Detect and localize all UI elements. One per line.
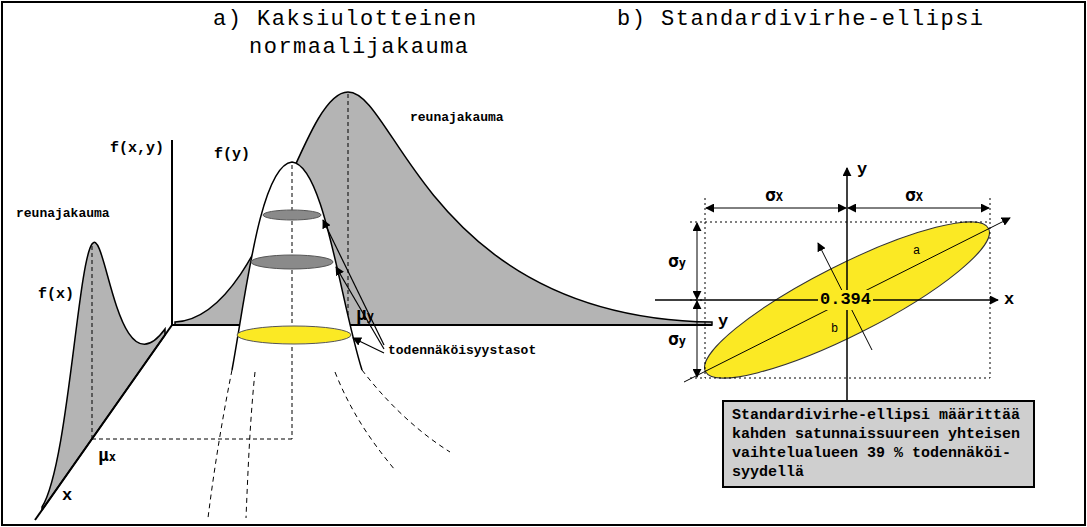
mean-line	[92, 439, 292, 440]
mean-label: μy	[356, 303, 374, 325]
callout-label: todennäköisyystasot	[388, 343, 536, 359]
mean-line	[92, 246, 93, 439]
distribution-label: reunajakauma	[410, 110, 504, 126]
probability-value: 0.394	[818, 290, 873, 310]
axis	[171, 140, 173, 325]
sigma-label: σy	[668, 250, 686, 272]
extension-line	[990, 198, 991, 222]
extension-line	[690, 300, 705, 301]
axis-label: y	[718, 312, 728, 332]
function-label: f(y)	[214, 146, 250, 164]
bell-skirt	[362, 370, 450, 452]
mean-line	[348, 94, 349, 325]
leader-arrow	[336, 267, 384, 349]
function-label: f(x,y)	[110, 140, 164, 158]
mean-label: μx	[98, 444, 116, 466]
bell-skirt	[335, 372, 395, 470]
panel-title: b) Standardivirhe-ellipsi	[617, 6, 985, 34]
note-text: Standardivirhe-ellipsi määrittää kahden …	[732, 406, 1025, 482]
sigma-label: σX	[765, 184, 783, 206]
bell-surface	[232, 162, 362, 370]
dimension-line	[697, 223, 698, 299]
major-axis	[684, 218, 1010, 382]
axis	[846, 168, 848, 400]
axis-label: x	[62, 486, 72, 506]
semi-axis-label: b	[830, 322, 839, 336]
bell-skirt	[208, 370, 232, 518]
extension-line	[705, 198, 706, 222]
leader-arrow	[323, 220, 384, 345]
function-label: f(x)	[38, 286, 74, 304]
mean-line	[292, 165, 293, 439]
extension-line	[690, 378, 705, 379]
probability-level	[263, 210, 321, 220]
sigma-label: σy	[668, 328, 686, 350]
bell-skirt	[246, 372, 255, 518]
probability-level	[251, 255, 333, 269]
extension-line	[690, 222, 705, 223]
dimension-line	[848, 208, 989, 209]
axis	[35, 325, 172, 520]
axis-label: x	[1004, 290, 1014, 310]
semi-axis-label: a	[912, 244, 921, 258]
leader-arrow	[353, 338, 384, 353]
note-box: Standardivirhe-ellipsi määrittää kahden …	[722, 400, 1035, 488]
axis-label: y	[857, 160, 867, 180]
marginal-distribution	[42, 242, 165, 510]
panel-title: a) Kaksiulotteinen normaalijakauma	[213, 6, 499, 62]
dimension-line	[697, 301, 698, 377]
dimension-line	[706, 208, 846, 209]
distribution-label: reunajakauma	[16, 206, 110, 222]
probability-level	[237, 326, 351, 344]
sigma-label: σX	[905, 184, 923, 206]
